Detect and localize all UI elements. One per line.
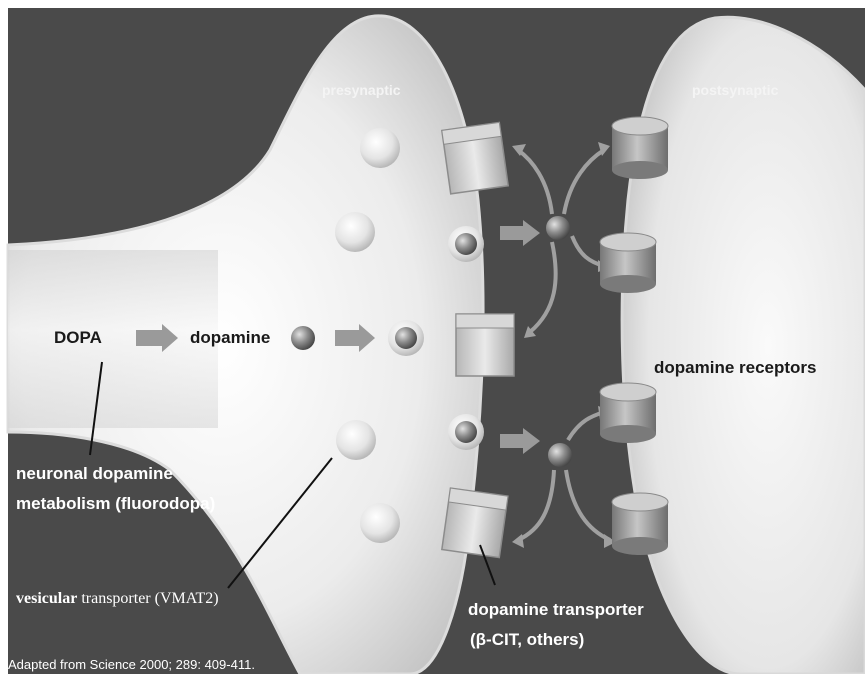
axon — [8, 250, 218, 428]
dopamine-molecule — [455, 233, 477, 255]
dopamine-molecule — [546, 216, 570, 240]
transporter-label-line1: dopamine transporter — [468, 600, 644, 620]
presynaptic-label: presynaptic — [322, 82, 401, 98]
dopamine-molecule — [548, 443, 572, 467]
transporter-box — [442, 122, 508, 193]
transporter-box — [456, 314, 514, 376]
receptor-cylinder — [612, 117, 668, 179]
dopamine-label: dopamine — [190, 328, 270, 348]
source-credit: Adapted from Science 2000; 289: 409-411. — [8, 657, 255, 672]
metabolism-label-line1: neuronal dopamine — [16, 464, 173, 484]
receptor-cylinder — [600, 233, 656, 293]
receptor-cylinder — [600, 383, 656, 443]
transporter-box — [442, 488, 508, 557]
postsynaptic-label: postsynaptic — [692, 82, 778, 98]
transporter-label-line2: (β-CIT, others) — [470, 630, 584, 650]
metabolism-label-line2: metabolism (fluorodopa) — [16, 494, 215, 514]
dopamine-receptors-label: dopamine receptors — [654, 358, 817, 378]
dopamine-molecule — [395, 327, 417, 349]
vesicle — [336, 420, 376, 460]
dopa-label: DOPA — [54, 328, 102, 348]
vesicular-word: vesicular — [16, 590, 77, 607]
vesicle — [360, 128, 400, 168]
vesicle — [360, 503, 400, 543]
dopamine-molecule — [291, 326, 315, 350]
receptor-cylinder — [612, 493, 668, 555]
postsynaptic-neuron — [622, 17, 865, 674]
vesicle — [335, 212, 375, 252]
vesicular-rest: transporter (VMAT2) — [77, 590, 218, 607]
vesicular-transporter-label: vesicular transporter (VMAT2) — [16, 590, 219, 608]
dopamine-molecule — [455, 421, 477, 443]
